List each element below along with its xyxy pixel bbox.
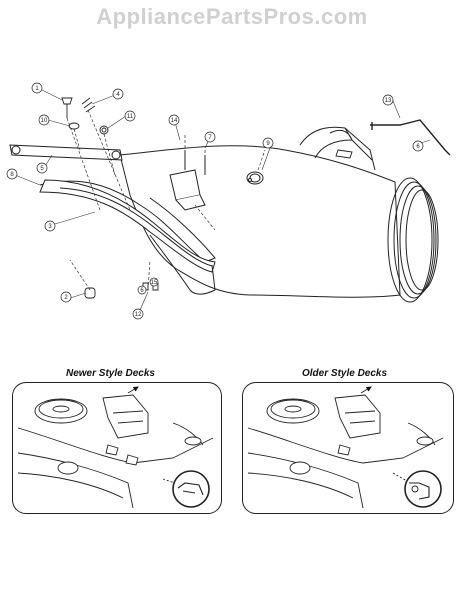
leader-lines <box>66 109 266 291</box>
deflector-rod <box>370 119 451 156</box>
callout-6: 6 <box>416 144 420 150</box>
callout-labels: 1 2 3 4 5 6 7 8 9 10 11 12 13 14 6 15 <box>10 86 420 318</box>
older-decks-panel <box>242 382 454 514</box>
callout-bubbles <box>6 82 424 320</box>
older-decks-illustration <box>247 386 444 509</box>
bracket-arm <box>9 144 123 161</box>
older-panel-title: Older Style Decks <box>302 368 388 379</box>
hardware-pieces <box>61 97 353 299</box>
hinge-bracket <box>169 150 206 211</box>
callout-15: 15 <box>151 280 158 286</box>
newer-panel-title: Newer Style Decks <box>66 368 155 379</box>
callout-10: 10 <box>41 118 48 124</box>
callout-13: 13 <box>385 98 392 104</box>
callout-6b: 6 <box>140 288 144 294</box>
newer-decks-illustration <box>17 386 214 509</box>
newer-decks-panel <box>12 382 222 514</box>
callout-8: 8 <box>10 172 14 178</box>
callout-14: 14 <box>171 118 178 124</box>
callout-5: 5 <box>40 166 44 172</box>
callout-leaders <box>14 89 431 311</box>
callout-12: 12 <box>135 312 142 318</box>
callout-4: 4 <box>116 92 120 98</box>
callout-11: 11 <box>127 114 134 120</box>
watermark-text: AppliancePartsPros.com <box>96 4 368 29</box>
callout-2: 2 <box>64 295 68 301</box>
callout-1: 1 <box>35 86 39 92</box>
callout-9: 9 <box>266 141 270 147</box>
callout-3: 3 <box>48 224 52 230</box>
callout-7: 7 <box>208 135 212 141</box>
